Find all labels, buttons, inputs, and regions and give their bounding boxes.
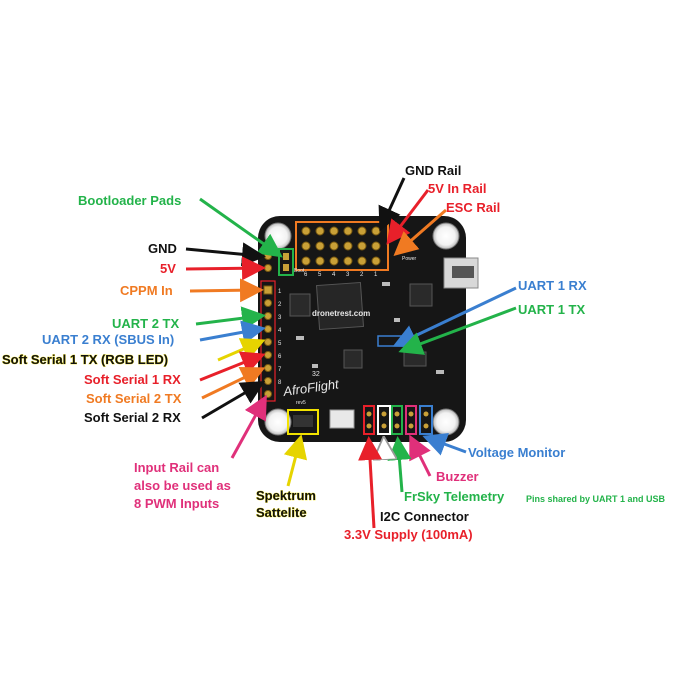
small-chip-right	[409, 283, 433, 307]
arrow-cppm	[189, 278, 264, 303]
smd-component-1	[382, 282, 390, 286]
power-silk-label: Power	[402, 256, 417, 262]
label-uart1-rx: UART 1 RX	[518, 278, 587, 293]
smd-component-2	[296, 336, 304, 340]
arrow-gnd	[185, 242, 266, 267]
label-buzzer: Buzzer	[436, 469, 479, 484]
arrow-5v	[185, 256, 266, 281]
label-soft-serial2-tx: Soft Serial 2 TX	[86, 391, 182, 406]
label-uart2-rx: UART 2 RX (SBUS In)	[42, 332, 174, 347]
arrow-uart2-tx	[195, 306, 266, 331]
label-soft-serial1-rx: Soft Serial 1 RX	[84, 372, 181, 387]
bootloader-pads-outline	[278, 248, 294, 276]
arrow-voltage	[422, 432, 467, 456]
arrow-esc-rail	[393, 208, 447, 256]
arrow-input-rail	[230, 394, 267, 459]
labels: GND Rail 5V In Rail ESC Rail Bootloader …	[2, 163, 666, 542]
label-3v3-supply: 3.3V Supply (100mA)	[344, 527, 473, 542]
arrow-supply	[358, 436, 383, 529]
arrow-uart1-tx	[398, 306, 517, 355]
pin-number-7: 7	[278, 367, 282, 373]
arrow-soft-serial1-rx	[199, 351, 266, 382]
label-frsky-telemetry: FrSky Telemetry	[404, 489, 505, 504]
pin-number-6: 6	[278, 354, 282, 360]
mounting-hole-top-left	[264, 222, 292, 250]
label-voltage-monitor: Voltage Monitor	[468, 445, 565, 460]
arrow-i2c	[384, 442, 388, 511]
smd-component-5	[394, 318, 400, 322]
arrow-gnd-rail	[378, 177, 406, 232]
label-5v: 5V	[160, 261, 176, 276]
arrow-soft-serial1-tx	[217, 338, 266, 362]
supply-pin-red	[363, 405, 375, 435]
pcb-body	[258, 216, 466, 442]
buzzer-pins-magenta	[405, 405, 417, 435]
smd-component-4	[312, 364, 318, 368]
pin-number-4: 4	[278, 328, 282, 334]
label-input-rail-line1: Input Rail can	[134, 460, 219, 475]
brand-sub: 32	[312, 371, 320, 378]
bootloader-pad-1	[283, 253, 289, 260]
small-chip-left	[289, 293, 311, 317]
pin-number-5: 5	[278, 341, 282, 347]
header-number-1: 1	[374, 272, 378, 278]
label-i2c-connector: I2C Connector	[380, 509, 469, 524]
arrow-uart2-rx	[199, 320, 266, 345]
mounting-hole-bottom-right	[432, 408, 460, 436]
label-spektrum-line1: Spektrum	[256, 488, 316, 503]
label-spektrum-line2: Sattelite	[256, 505, 307, 520]
label-pins-shared: Pins shared by UART 1 and USB	[526, 494, 666, 504]
smd-component-3	[436, 370, 444, 374]
arrow-soft-serial2-rx	[201, 380, 266, 420]
arrow-spektrum	[283, 434, 308, 487]
label-gnd-rail: GND Rail	[405, 163, 461, 178]
regulator-chip	[403, 351, 427, 367]
header-number-5: 5	[318, 272, 322, 278]
header-number-4: 4	[332, 272, 336, 278]
label-5v-in-rail: 5V In Rail	[428, 181, 487, 196]
boot-silk-label: Boot	[294, 268, 305, 274]
spektrum-connector	[287, 409, 319, 435]
label-input-rail-line3: 8 PWM Inputs	[134, 496, 219, 511]
arrows	[185, 177, 517, 529]
esc-header-pins	[301, 226, 381, 266]
mounting-hole-bottom-left	[264, 408, 292, 436]
arrow-frsky	[387, 436, 412, 493]
label-bootloader-pads: Bootloader Pads	[78, 193, 181, 208]
header-number-6: 6	[304, 272, 308, 278]
usb-port-opening	[452, 266, 474, 278]
status-leds	[329, 409, 355, 429]
mounting-hole-top-right	[432, 222, 460, 250]
website-silk: dronetrest.com	[312, 309, 370, 318]
pin-number-2: 2	[278, 302, 282, 308]
brand-rev: rev5	[296, 400, 306, 406]
label-input-rail-line2: also be used as	[134, 478, 231, 493]
header-number-3: 3	[346, 272, 350, 278]
mcu-chip	[315, 281, 365, 331]
label-uart1-tx: UART 1 TX	[518, 302, 586, 317]
pcb-board: 6 5 4 3 2 1 Boot 1 2 3 4 5 6 7	[258, 216, 479, 442]
label-uart2-tx: UART 2 TX	[112, 316, 180, 331]
frsky-pins-green	[391, 405, 403, 435]
arrow-buzzer	[409, 434, 432, 477]
spektrum-socket	[293, 415, 313, 427]
label-cppm-in: CPPM In	[120, 283, 173, 298]
pin-number-1: 1	[278, 289, 282, 295]
sensor-chip	[343, 349, 363, 369]
label-soft-serial2-rx: Soft Serial 2 RX	[84, 410, 181, 425]
header-number-2: 2	[360, 272, 364, 278]
label-esc-rail: ESC Rail	[446, 200, 500, 215]
pin-number-3: 3	[278, 315, 282, 321]
arrow-soft-serial2-tx	[201, 367, 266, 400]
bootloader-pad-2	[283, 264, 289, 271]
i2c-pins-white	[377, 405, 391, 435]
pin-number-8: 8	[278, 380, 282, 386]
bottom-pin-pads	[366, 411, 429, 429]
label-gnd: GND	[148, 241, 177, 256]
esc-header-outline-orange	[295, 221, 389, 271]
label-soft-serial1-tx: Soft Serial 1 TX (RGB LED)	[2, 352, 168, 367]
